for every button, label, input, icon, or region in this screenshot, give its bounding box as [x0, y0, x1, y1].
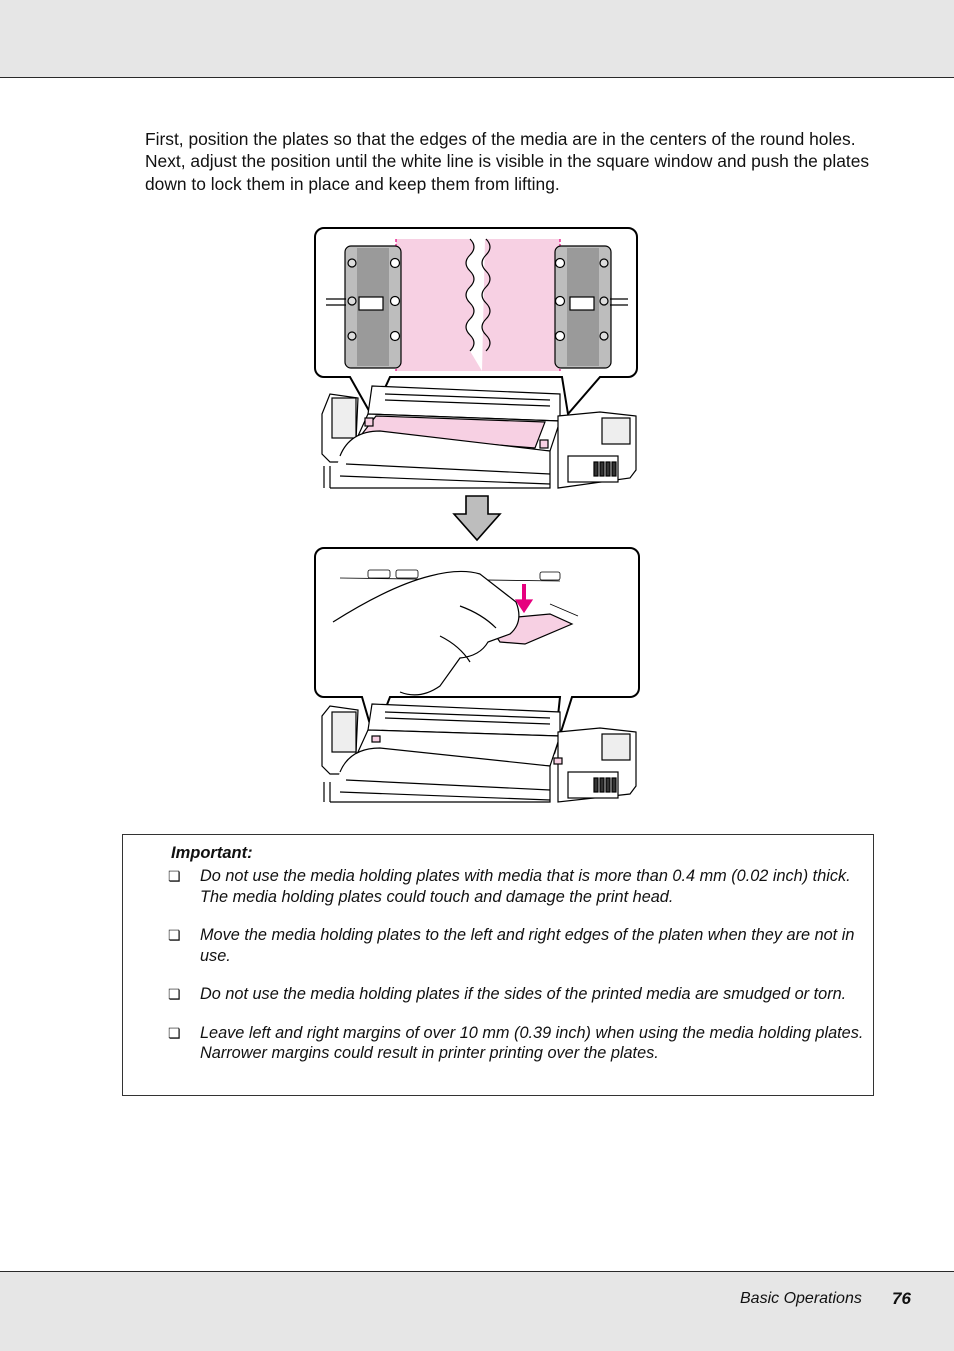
header-band — [0, 0, 954, 78]
top-callout — [314, 227, 638, 419]
list-item: ❏ Move the media holding plates to the l… — [168, 925, 868, 966]
footer-page-number: 76 — [892, 1289, 911, 1308]
down-arrow-icon — [452, 495, 502, 542]
important-title: Important: — [171, 844, 253, 862]
list-item: ❏ Do not use the media holding plates wi… — [168, 866, 868, 907]
bottom-callout — [314, 547, 640, 755]
footer-band — [0, 1271, 954, 1351]
checkbox-bullet-icon: ❏ — [168, 927, 181, 943]
checkbox-bullet-icon: ❏ — [168, 1024, 181, 1041]
important-list: ❏ Do not use the media holding plates wi… — [168, 866, 868, 1082]
list-item: ❏ Do not use the media holding plates if… — [168, 984, 868, 1005]
media-plate-illustration — [310, 226, 646, 806]
list-item-text: Do not use the media holding plates with… — [200, 867, 851, 906]
intro-paragraph: First, position the plates so that the e… — [145, 129, 870, 194]
checkbox-bullet-icon: ❏ — [168, 868, 181, 884]
footer-section-title: Basic Operations — [740, 1290, 862, 1307]
important-note-box: Important: ❏ Do not use the media holdin… — [122, 834, 874, 1096]
list-item-text: Leave left and right margins of over 10 … — [200, 1023, 864, 1063]
list-item: ❏ Leave left and right margins of over 1… — [168, 1023, 868, 1064]
checkbox-bullet-icon: ❏ — [168, 986, 181, 1002]
list-item-text: Move the media holding plates to the lef… — [200, 926, 855, 965]
bottom-printer — [321, 703, 637, 803]
top-printer — [321, 385, 637, 489]
list-item-text: Do not use the media holding plates if t… — [200, 985, 847, 1003]
